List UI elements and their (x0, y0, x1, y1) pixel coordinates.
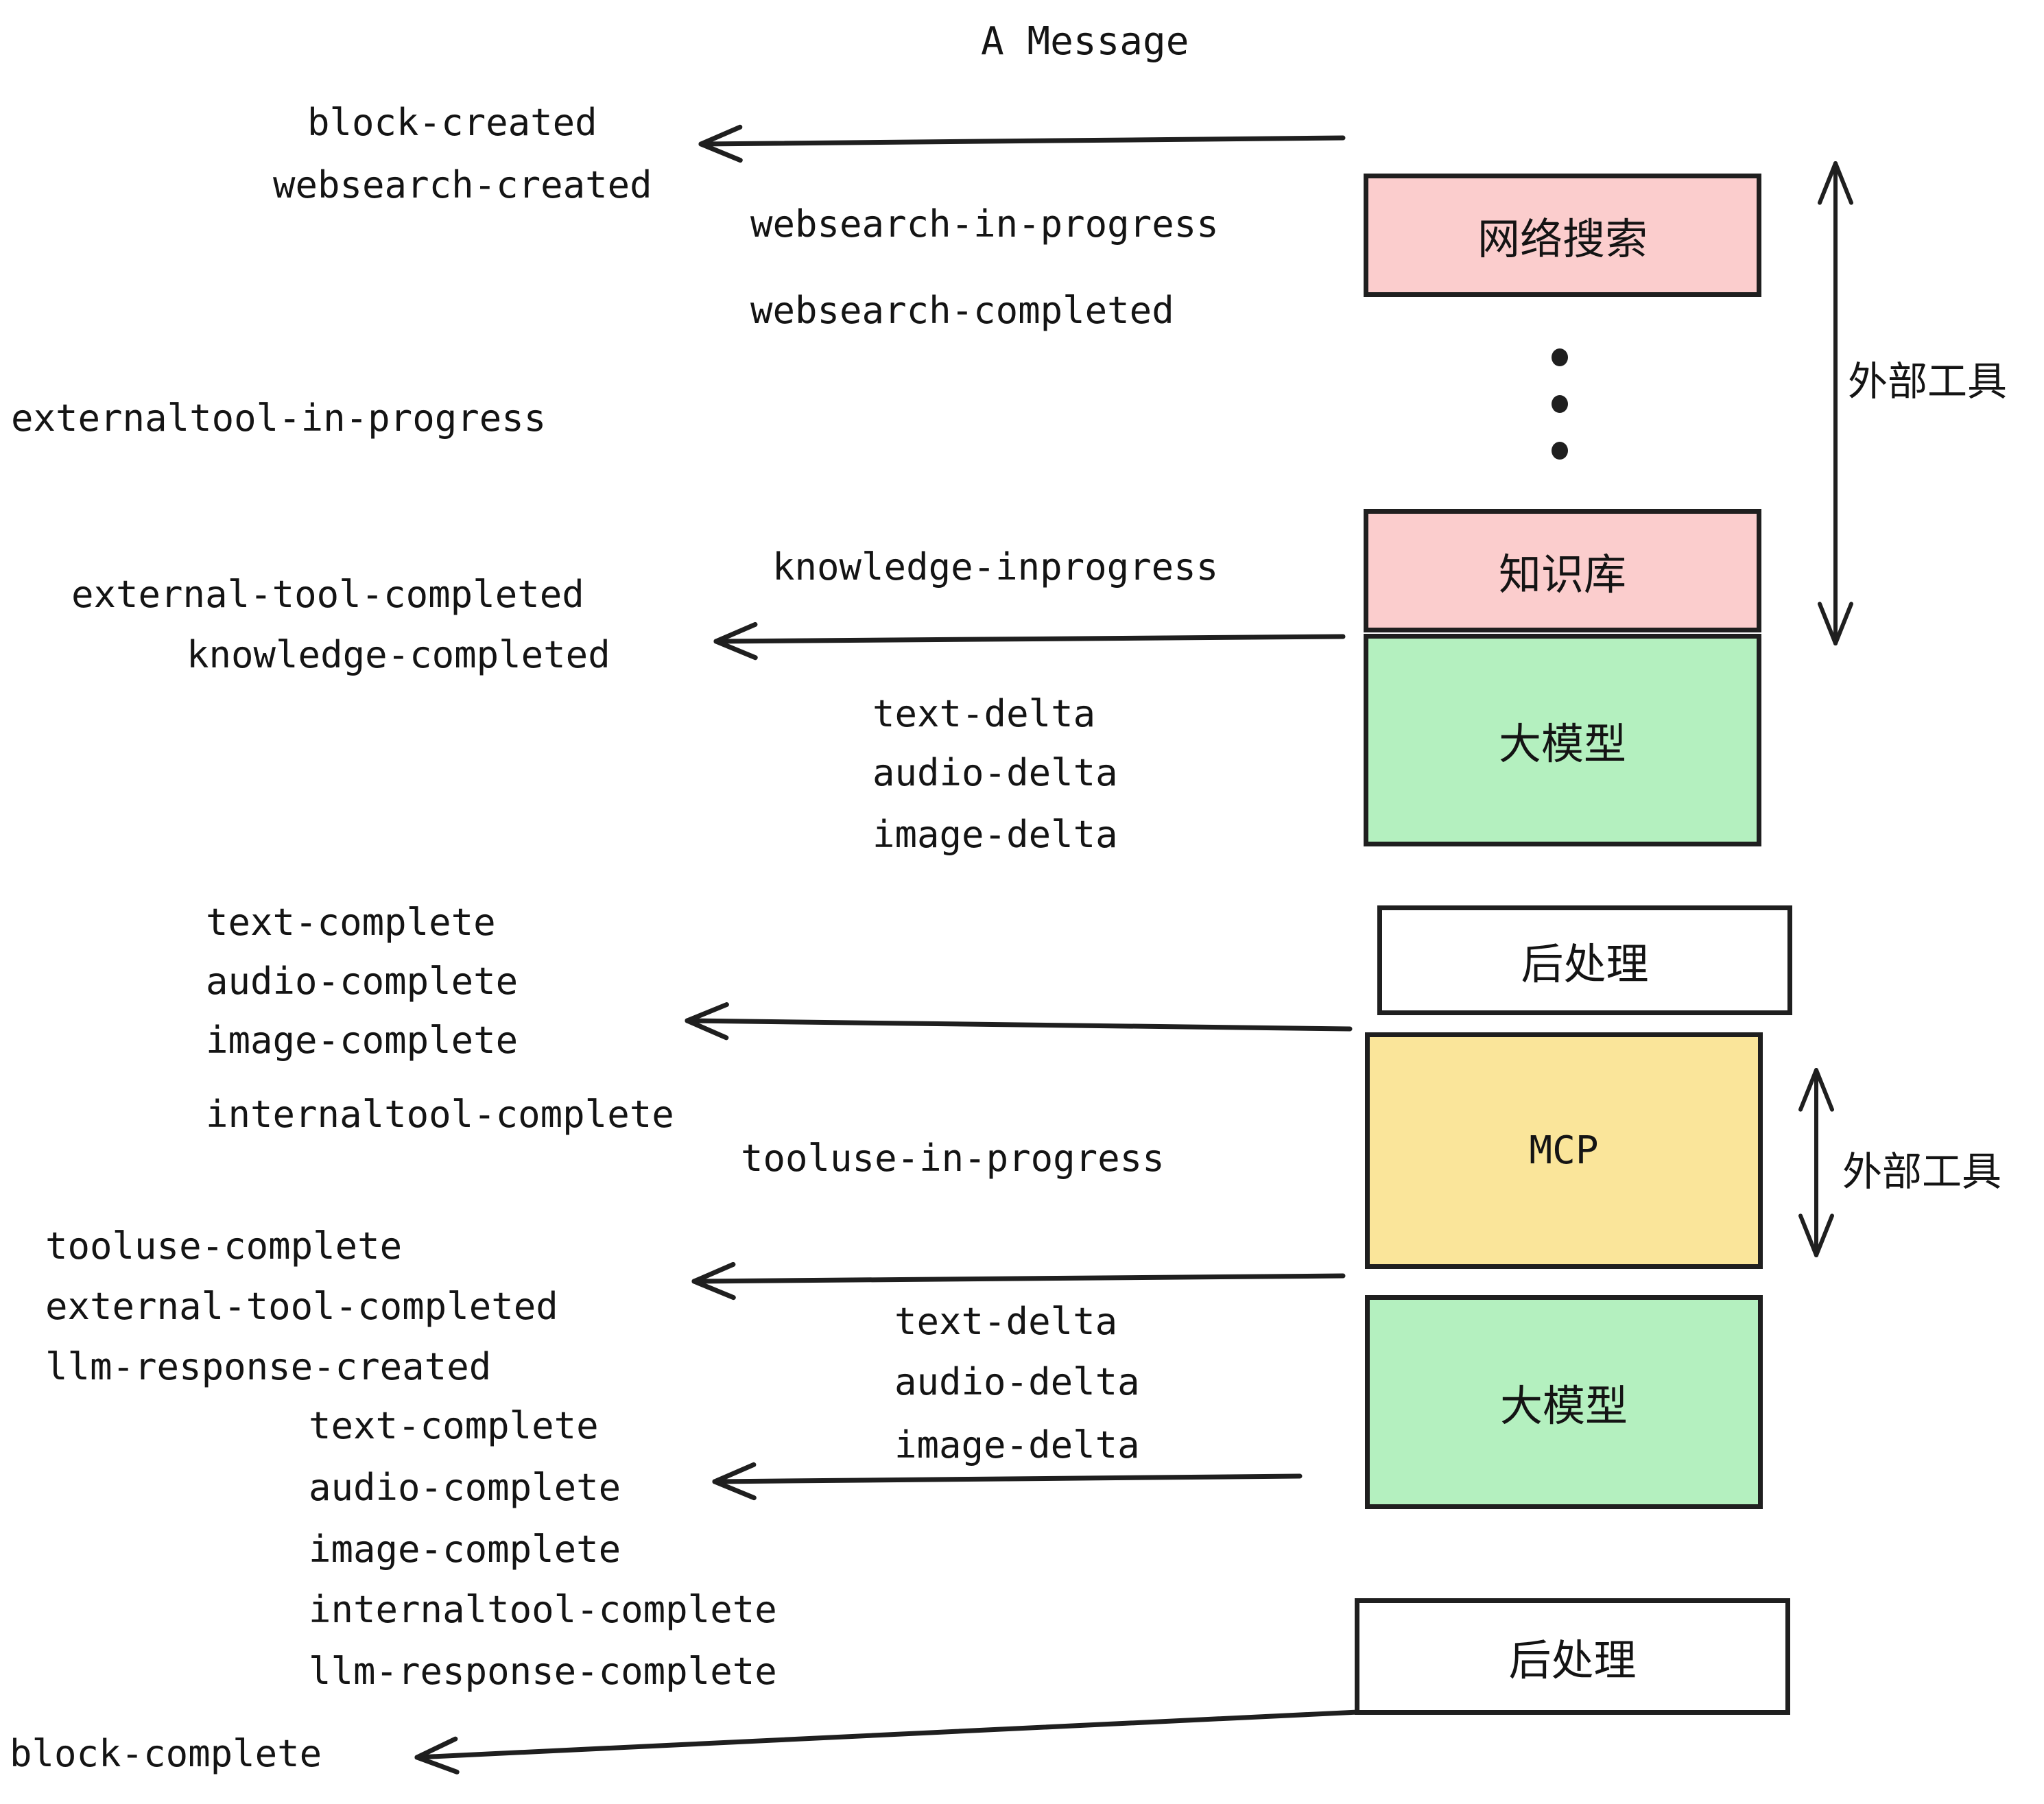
stage-box-7: 后处理 (1355, 1598, 1790, 1715)
stage-box-label: 大模型 (1499, 1381, 1628, 1431)
event-label: text-complete (309, 1404, 599, 1447)
image-complete-arrow (685, 1002, 1353, 1041)
event-label: external-tool-completed (71, 573, 584, 616)
event-label: audio-complete (206, 960, 519, 1003)
stage-box-label: 后处理 (1508, 1635, 1637, 1685)
stage-box-5: MCP (1365, 1032, 1763, 1269)
event-label: llm-response-created (45, 1345, 492, 1388)
event-label: llm-response-complete (309, 1650, 777, 1693)
event-label: external-tool-completed (45, 1285, 558, 1328)
event-label: tooluse-complete (45, 1224, 403, 1268)
event-label: websearch-created (273, 163, 652, 206)
event-label: internaltool-complete (206, 1093, 674, 1136)
external-tools-range-top (1818, 161, 1853, 645)
event-label: image-complete (309, 1528, 621, 1571)
event-label: websearch-completed (750, 289, 1174, 332)
stage-box-label: 大模型 (1498, 719, 1626, 769)
block-complete-arrow (414, 1709, 1361, 1775)
event-label: text-complete (206, 901, 496, 944)
event-label: image-complete (206, 1019, 519, 1062)
external-tools-label-2: 外部工具 (1842, 1148, 2002, 1195)
page-title: A Message (981, 19, 1189, 64)
stage-box-label: 知识库 (1498, 549, 1626, 600)
knowledge-completed-arrow (713, 621, 1346, 661)
event-label: audio-delta (894, 1360, 1140, 1403)
external-tools-label-1: 外部工具 (1848, 358, 2008, 405)
stage-box-label: 网络搜索 (1477, 214, 1648, 264)
ellipsis-dot-2 (1552, 395, 1568, 413)
event-label: image-delta (872, 813, 1118, 856)
event-label: audio-delta (872, 751, 1118, 794)
event-label: audio-complete (309, 1466, 621, 1509)
stage-box-label: MCP (1529, 1128, 1599, 1173)
event-label: image-delta (894, 1423, 1140, 1467)
event-label: block-created (307, 101, 597, 144)
event-label: knowledge-inprogress (772, 545, 1219, 589)
event-label: text-delta (894, 1300, 1118, 1343)
ellipsis-dot-1 (1552, 348, 1568, 366)
event-label: block-complete (10, 1732, 322, 1775)
event-label: externaltool-in-progress (11, 396, 547, 440)
event-label: knowledge-completed (187, 633, 610, 676)
audio-complete-arrow (712, 1462, 1303, 1501)
ellipsis-dot-3 (1552, 442, 1568, 460)
event-label: websearch-in-progress (750, 202, 1219, 246)
stage-box-1: 网络搜索 (1364, 174, 1761, 297)
external-tools-range-bottom (1798, 1068, 1834, 1257)
stage-box-label: 后处理 (1521, 939, 1649, 989)
stage-box-2: 知识库 (1364, 509, 1761, 632)
event-label: text-delta (872, 692, 1096, 735)
event-label: internaltool-complete (309, 1588, 777, 1631)
stage-box-4: 后处理 (1377, 905, 1792, 1015)
tooluse-complete-arrow (691, 1261, 1346, 1301)
stage-box-6: 大模型 (1365, 1295, 1763, 1509)
block-created-arrow (698, 124, 1346, 163)
event-label: tooluse-in-progress (741, 1137, 1165, 1180)
stage-box-3: 大模型 (1364, 634, 1761, 846)
